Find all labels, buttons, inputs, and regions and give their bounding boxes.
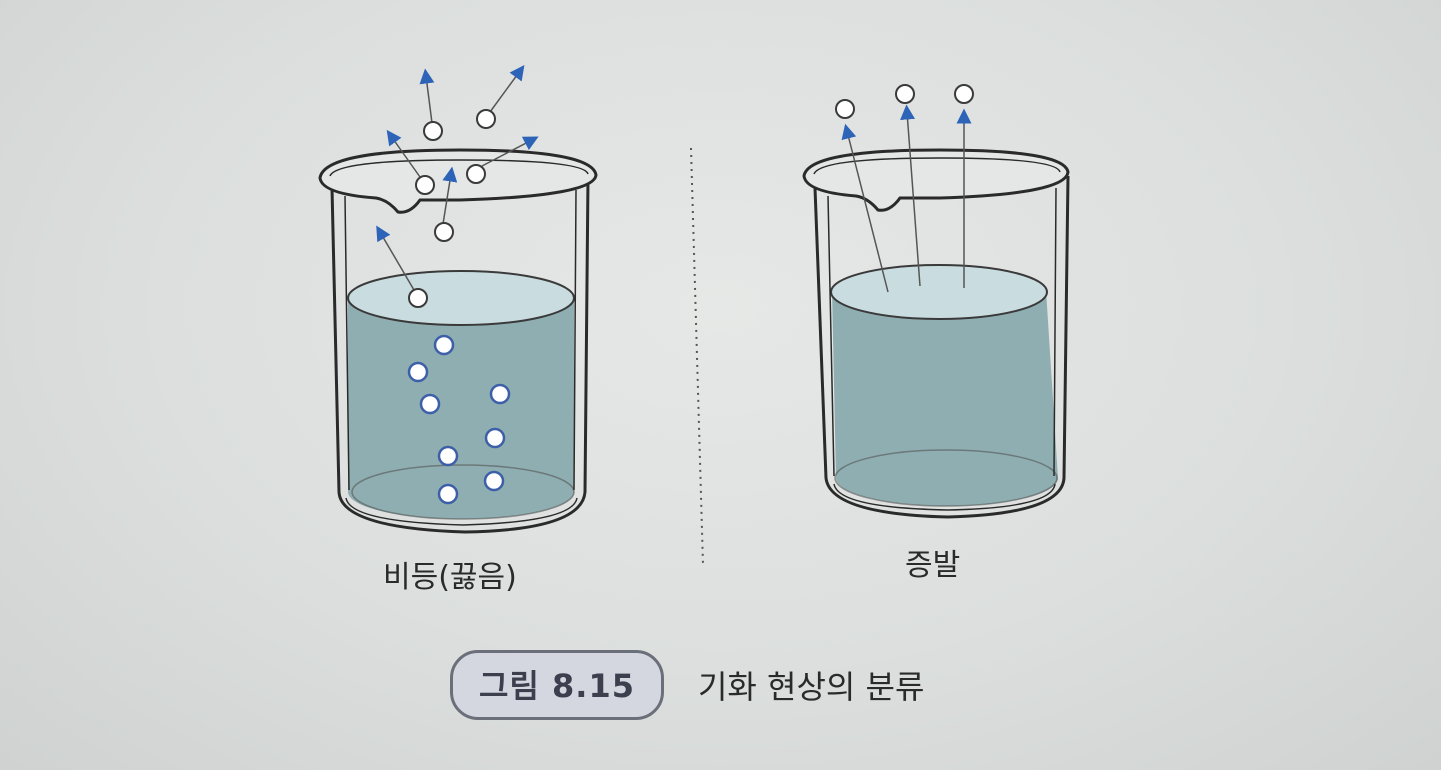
evap-water-bottom <box>834 449 1058 507</box>
boiling-water-surface <box>347 270 575 326</box>
boiling-water-body <box>348 298 574 519</box>
bubble <box>489 383 511 405</box>
bubble <box>419 393 441 415</box>
evap-water-body <box>832 290 1058 506</box>
vapor-molecule <box>835 99 855 119</box>
boiling-beaker <box>318 64 598 534</box>
figure-number-badge: 그림 8.15 <box>450 650 664 720</box>
bubble <box>407 361 429 383</box>
vapor-molecule <box>434 222 454 242</box>
vapor-molecule <box>408 288 428 308</box>
evap-beaker-wall <box>813 175 1070 519</box>
vapor-molecule <box>466 164 486 184</box>
evaporation-beaker <box>802 84 1070 519</box>
vapor-molecule <box>415 175 435 195</box>
vapor-molecule <box>476 109 496 129</box>
figure-caption: 그림 8.15 기화 현상의 분류 <box>450 650 924 720</box>
vapor-molecule <box>895 84 915 104</box>
divider-line <box>690 147 704 566</box>
evap-beaker-rim <box>802 148 1070 212</box>
bubble <box>437 445 459 467</box>
vapor-molecule <box>954 84 974 104</box>
boiling-beaker-rim <box>318 148 598 214</box>
bubble <box>484 427 506 449</box>
evap-water-surface <box>830 264 1048 320</box>
boiling-water-bottom <box>351 464 575 520</box>
vapor-molecule <box>423 121 443 141</box>
boiling-escaping-molecules <box>376 64 539 291</box>
evap-escaping-molecules <box>841 104 972 293</box>
bubble <box>437 483 459 505</box>
figure-title: 기화 현상의 분류 <box>697 668 925 706</box>
boiling-beaker-wall <box>330 177 590 534</box>
bubble <box>433 334 455 356</box>
evaporation-label: 증발 <box>905 548 961 583</box>
bubble <box>483 470 505 492</box>
boiling-bubbles <box>407 334 511 505</box>
boiling-label: 비등(끓음) <box>383 560 517 595</box>
